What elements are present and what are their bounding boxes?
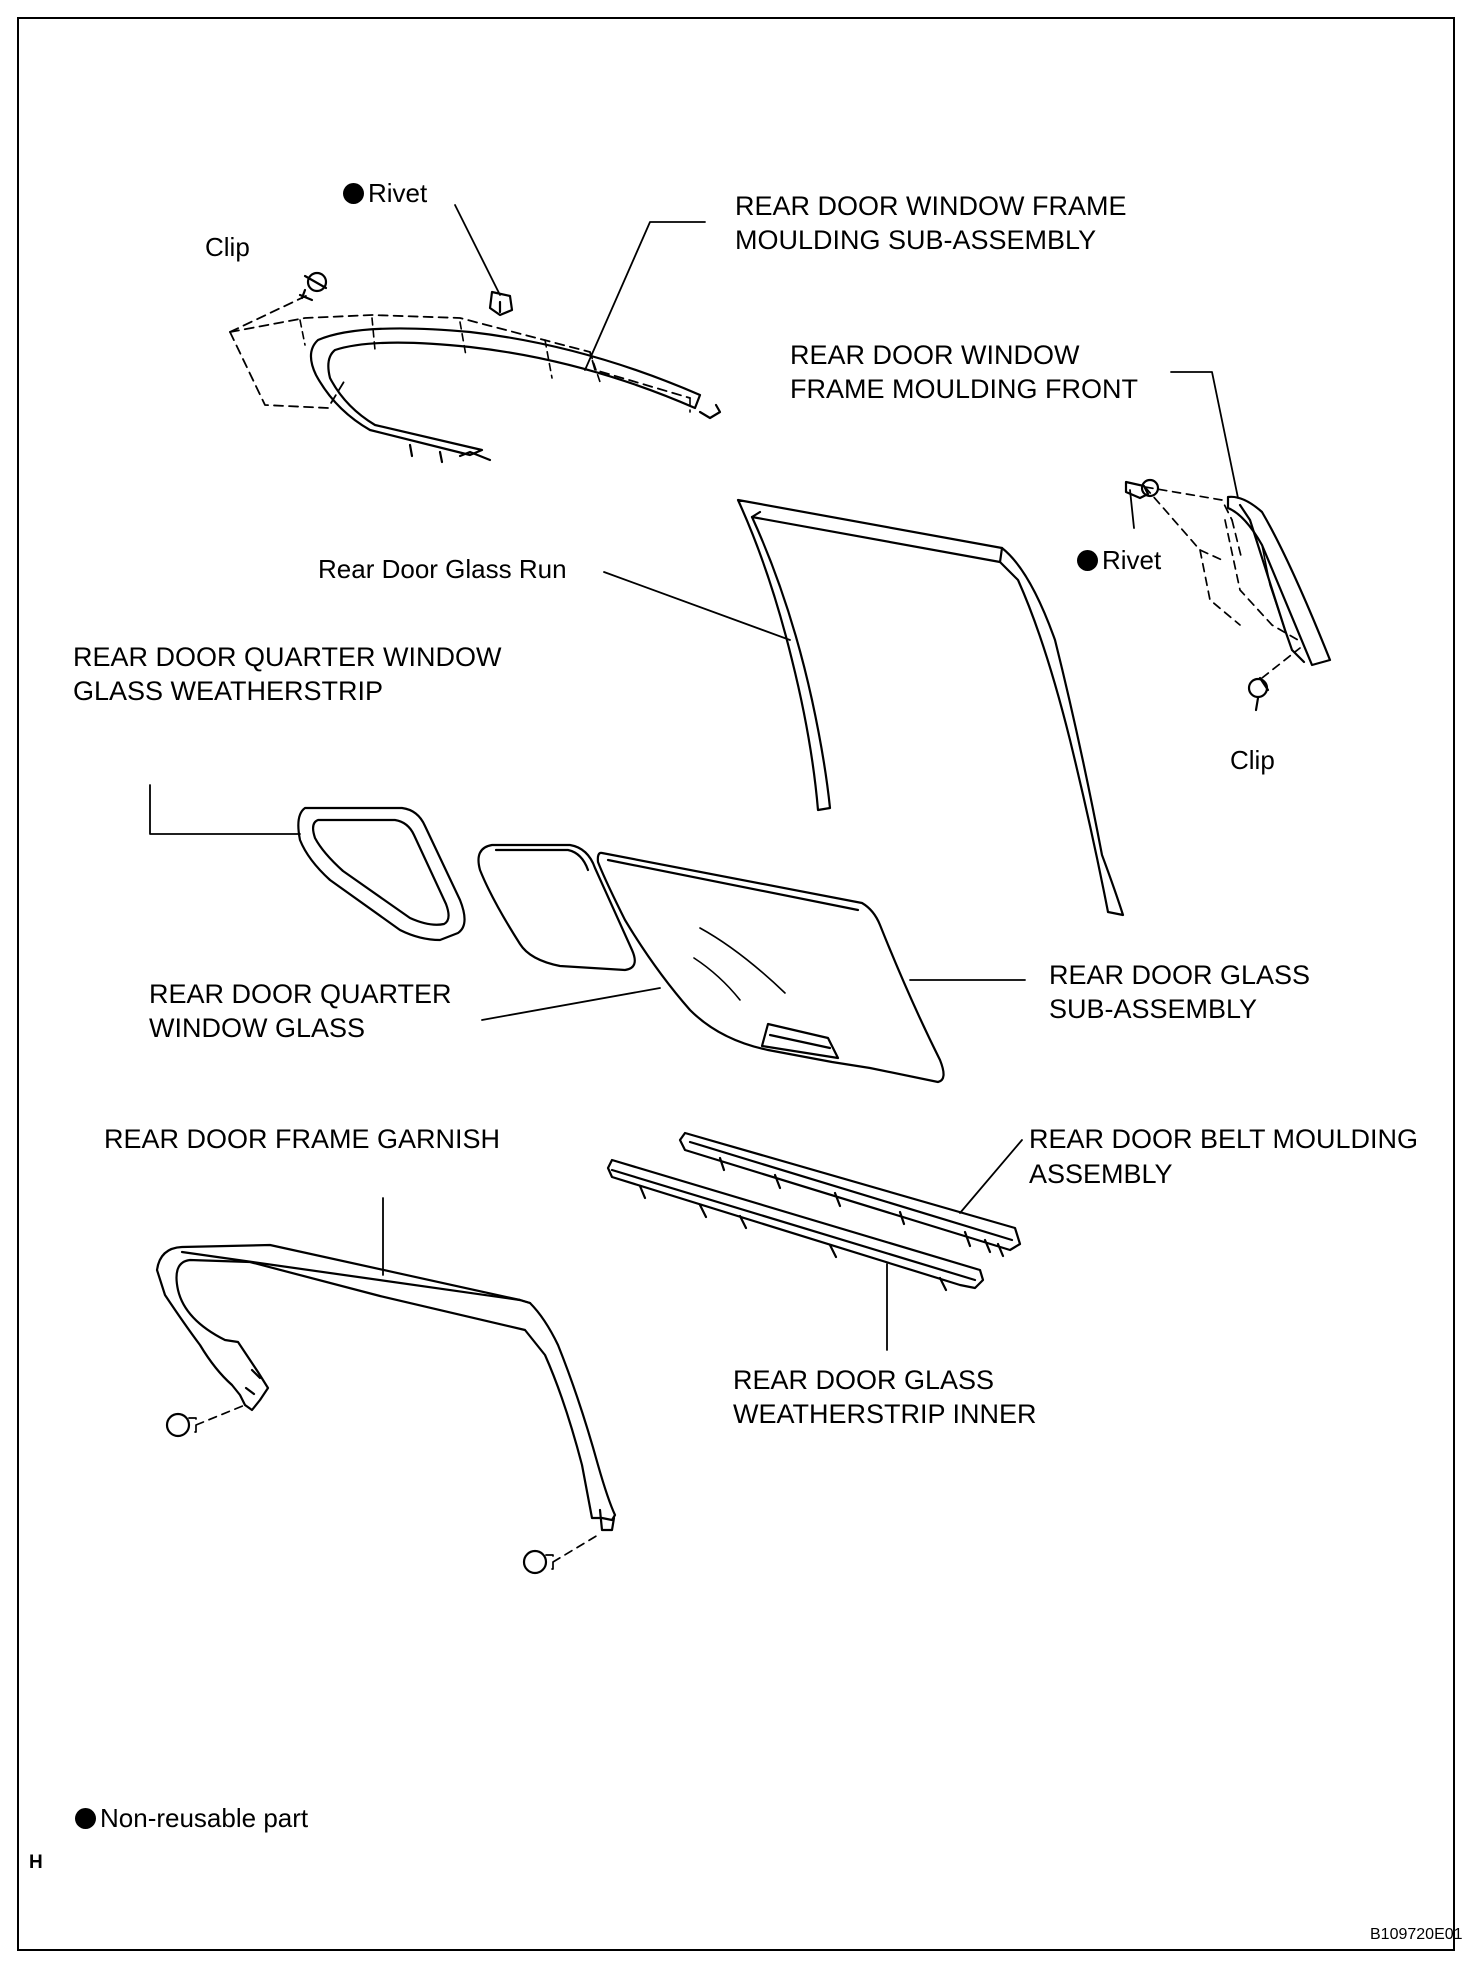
quarter-weatherstrip-label-line2: GLASS WEATHERSTRIP bbox=[73, 676, 384, 706]
frame-garnish-label: REAR DOOR FRAME GARNISH bbox=[104, 1124, 501, 1154]
window-frame-moulding-sub-assembly bbox=[229, 294, 722, 464]
garnish-clip-left bbox=[165, 1404, 246, 1438]
rivet-top bbox=[454, 204, 514, 317]
glass-run-label: Rear Door Glass Run bbox=[318, 554, 567, 584]
non-reusable-dot-icon bbox=[343, 183, 364, 204]
rear-door-belt-moulding-assembly bbox=[678, 1131, 1022, 1258]
leader-frame-moulding-front bbox=[1170, 371, 1239, 499]
weatherstrip-inner-label-line2: WEATHERSTRIP INNER bbox=[733, 1399, 1037, 1429]
weatherstrip-inner-label-line1: REAR DOOR GLASS bbox=[733, 1365, 995, 1395]
rivet-label-right: Rivet bbox=[1077, 543, 1161, 577]
leader-quarter-glass bbox=[481, 987, 661, 1021]
rivet-label-top: Rivet bbox=[343, 176, 427, 210]
frame-moulding-sub-label-line2: MOULDING SUB-ASSEMBLY bbox=[735, 225, 1097, 255]
belt-moulding-label-line2: ASSEMBLY bbox=[1029, 1159, 1173, 1189]
leader-belt-moulding bbox=[959, 1139, 1023, 1214]
quarter-window-glass bbox=[477, 843, 636, 972]
figure-id: B109720E01 bbox=[1370, 1926, 1463, 1943]
rear-door-glass-weatherstrip-inner bbox=[606, 1158, 985, 1292]
frame-moulding-front-label-line1: REAR DOOR WINDOW bbox=[790, 340, 1080, 370]
legend-non-reusable: Non-reusable part bbox=[75, 1801, 308, 1835]
leader-glass-run bbox=[603, 571, 791, 641]
clip-label-right: Clip bbox=[1230, 745, 1275, 775]
non-reusable-dot-icon bbox=[75, 1808, 96, 1829]
garnish-clip-right bbox=[522, 1534, 599, 1575]
rear-door-frame-garnish bbox=[155, 1243, 617, 1532]
belt-moulding-label-line1: REAR DOOR BELT MOULDING bbox=[1029, 1124, 1419, 1154]
quarter-glass-label-line2: WINDOW GLASS bbox=[149, 1013, 366, 1043]
non-reusable-dot-icon bbox=[1077, 550, 1098, 571]
quarter-glass-label-line1: REAR DOOR QUARTER bbox=[149, 979, 452, 1009]
window-frame-moulding-front bbox=[1144, 486, 1332, 667]
quarter-window-weatherstrip bbox=[297, 806, 466, 942]
clip-right-bottom bbox=[1247, 647, 1301, 712]
clip-top bbox=[298, 271, 328, 302]
rivet-right bbox=[1124, 480, 1150, 529]
clip-label-top: Clip bbox=[205, 232, 250, 262]
diagram-frame bbox=[17, 17, 1455, 1951]
glass-sub-assembly-label-line2: SUB-ASSEMBLY bbox=[1049, 994, 1258, 1024]
quarter-weatherstrip-label-line1: REAR DOOR QUARTER WINDOW bbox=[73, 642, 502, 672]
frame-moulding-front-label-line2: FRAME MOULDING FRONT bbox=[790, 374, 1138, 404]
rear-door-glass-sub-assembly bbox=[596, 851, 945, 1084]
frame-moulding-sub-label-line1: REAR DOOR WINDOW FRAME bbox=[735, 191, 1127, 221]
clip-right-top bbox=[1140, 478, 1160, 498]
corner-tag: H bbox=[29, 1852, 43, 1873]
rear-door-glass-run bbox=[736, 498, 1125, 917]
glass-sub-assembly-label-line1: REAR DOOR GLASS bbox=[1049, 960, 1311, 990]
leader-quarter-weatherstrip bbox=[149, 784, 301, 835]
leader-frame-moulding-sub bbox=[584, 221, 706, 371]
